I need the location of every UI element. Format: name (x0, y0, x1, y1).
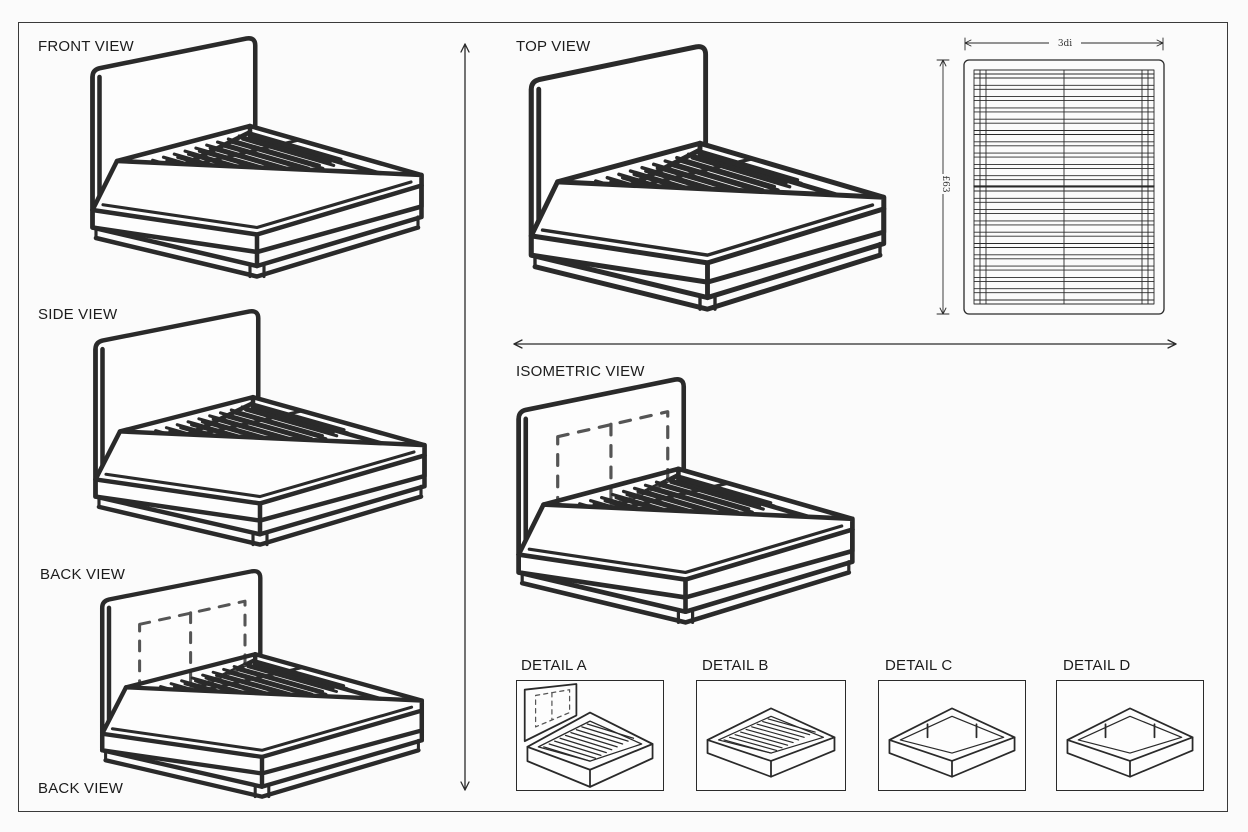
back-view-label-lower: BACK VIEW (38, 780, 124, 797)
detail-c-drawing (888, 707, 1016, 778)
top-view-label: TOP VIEW (516, 38, 591, 55)
detail-b-label: DETAIL B (702, 657, 769, 674)
front-view-label: FRONT VIEW (38, 38, 134, 55)
top-view-bed (528, 44, 887, 312)
detail-a-label: DETAIL A (521, 657, 587, 674)
detail-d-label: DETAIL D (1063, 657, 1131, 674)
sheet-border (18, 22, 1228, 812)
isometric-view-bed (516, 377, 855, 625)
front-view-bed (90, 36, 424, 279)
vertical-dimension-arrow (460, 43, 470, 791)
back-view-bed (99, 568, 425, 799)
horizontal-dimension-arrow (513, 339, 1177, 349)
detail-c-label: DETAIL C (885, 657, 953, 674)
side-view-label: SIDE VIEW (38, 306, 118, 323)
top-width-dimension: 3di (1058, 39, 1072, 49)
top-length-dimension: £63 (940, 175, 950, 192)
back-view-label-upper: BACK VIEW (40, 566, 126, 583)
side-view-bed (93, 309, 427, 547)
detail-a-drawing (523, 683, 654, 788)
isometric-view-label: ISOMETRIC VIEW (516, 363, 645, 380)
detail-b-drawing (706, 707, 836, 778)
detail-d-drawing (1066, 707, 1194, 778)
top-plan-view: 3di £63 (936, 37, 1165, 315)
